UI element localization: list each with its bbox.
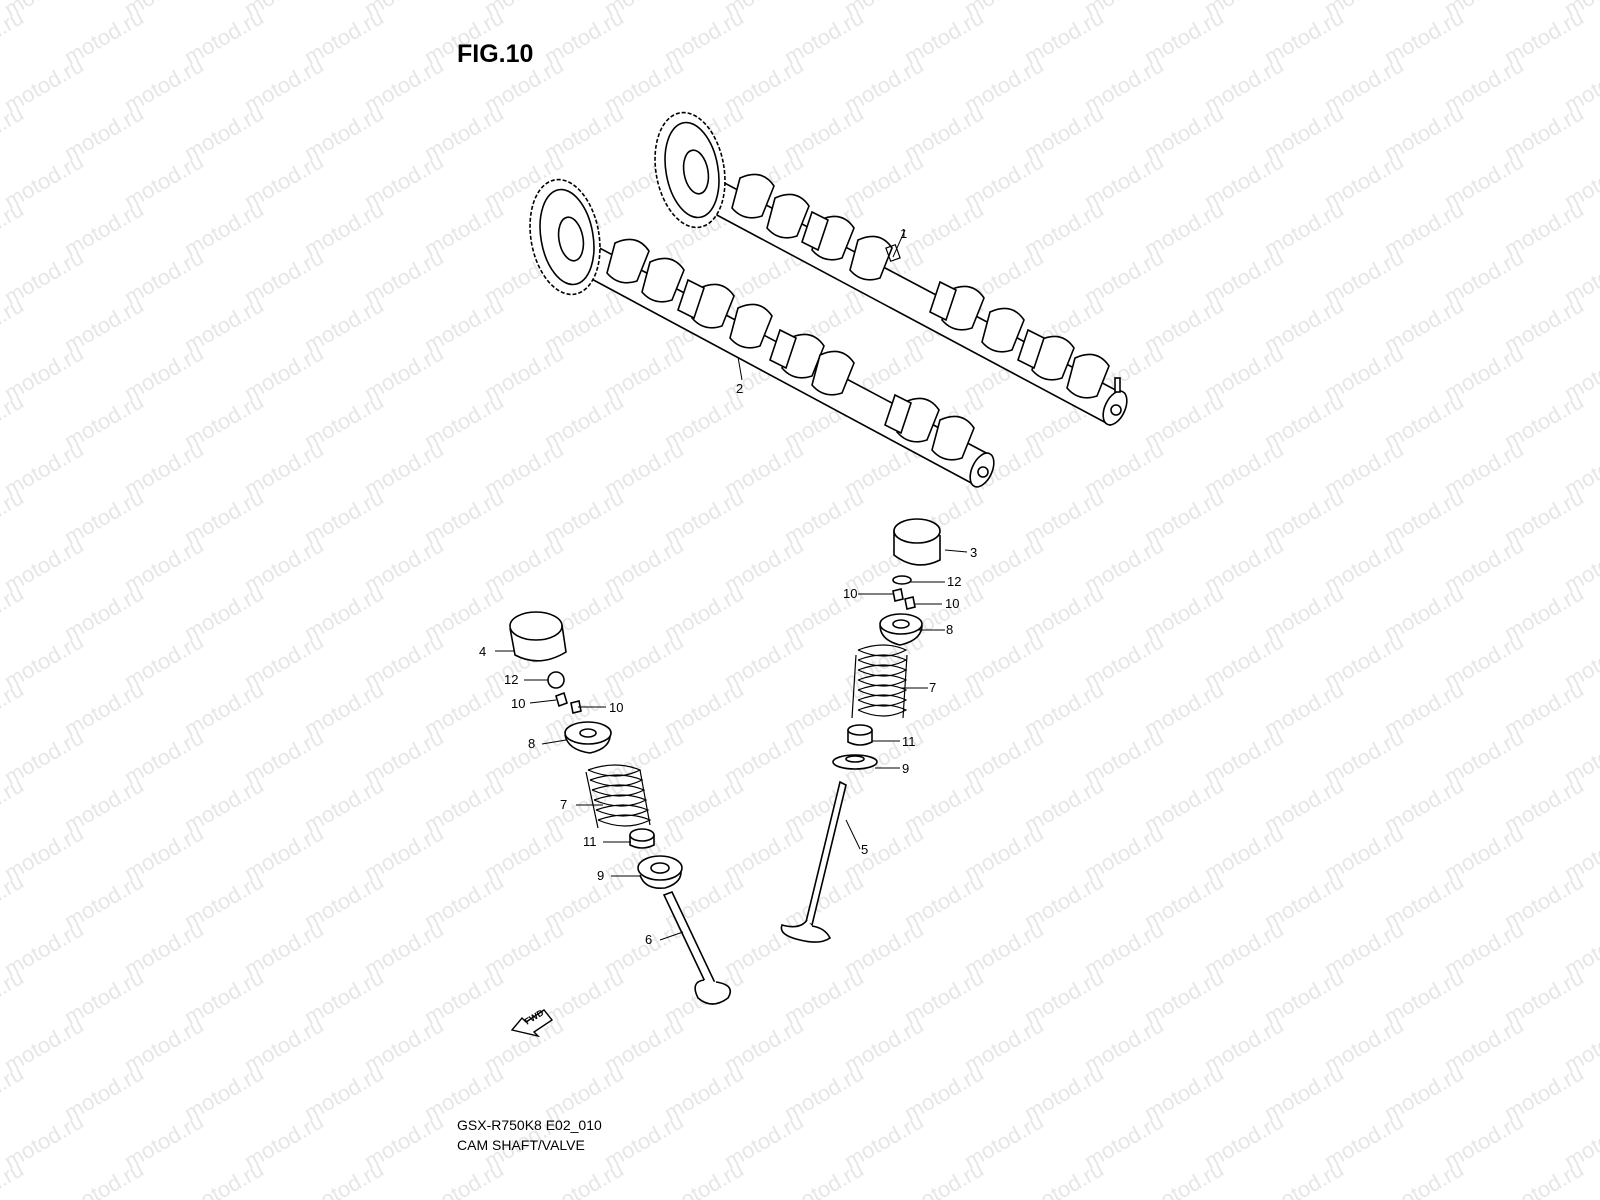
- valve-5[interactable]: [780, 780, 847, 943]
- callout-9-left: 9: [597, 868, 604, 883]
- camshaft-2[interactable]: [521, 174, 998, 491]
- leader-lines: [495, 229, 968, 941]
- spring-seat-9-left[interactable]: [637, 855, 683, 890]
- retainer-8-left[interactable]: [564, 721, 612, 754]
- figure-title: FIG.10: [457, 40, 534, 68]
- camshaft-2-sprocket: [529, 178, 601, 296]
- shim-12-right[interactable]: [892, 575, 912, 585]
- oil-seal-11-right[interactable]: [847, 724, 873, 746]
- callout-12-right: 12: [947, 574, 961, 589]
- callout-10-right-b: 10: [945, 596, 959, 611]
- cotter-10-right[interactable]: [892, 588, 916, 610]
- valve-spring-7-right[interactable]: [851, 644, 908, 719]
- callout-5: 5: [861, 842, 868, 857]
- oil-seal-11-left[interactable]: [629, 828, 655, 849]
- fwd-arrow-icon: FWD: [510, 1007, 554, 1038]
- figure-caption: CAM SHAFT/VALVE: [457, 1137, 585, 1153]
- tappet-4[interactable]: [509, 611, 567, 662]
- callout-10-right-a: 10: [843, 586, 857, 601]
- spring-seat-9-right[interactable]: [832, 754, 878, 770]
- callout-12-left: 12: [504, 672, 518, 687]
- tappet-3[interactable]: [893, 518, 941, 566]
- callout-11-right: 11: [902, 734, 916, 749]
- callout-7-left: 7: [560, 797, 567, 812]
- callout-labels: 1 2 3 4 5 6 7 7 8 8 9 9 10 10 10 10 11 1…: [479, 226, 977, 947]
- model-code: GSX-R750K8 E02_010: [457, 1117, 602, 1133]
- callout-8-right: 8: [946, 622, 953, 637]
- callout-6: 6: [645, 932, 652, 947]
- retainer-8-right[interactable]: [879, 613, 923, 646]
- callout-2: 2: [736, 381, 743, 396]
- figure-footer: GSX-R750K8 E02_010 CAM SHAFT/VALVE: [457, 1115, 602, 1155]
- callout-10-left-b: 10: [609, 700, 623, 715]
- callout-10-left-a: 10: [511, 696, 525, 711]
- callout-8-left: 8: [528, 736, 535, 751]
- callout-9-right: 9: [902, 761, 909, 776]
- cotter-10-left[interactable]: [555, 691, 582, 714]
- shim-12-left[interactable]: [547, 671, 565, 689]
- valve-spring-7-left[interactable]: [585, 764, 652, 829]
- camshaft-1-sprocket: [654, 111, 726, 229]
- callout-1: 1: [900, 226, 907, 241]
- callout-11-left: 11: [583, 834, 597, 849]
- camshaft-1[interactable]: [646, 107, 1131, 429]
- valve-6[interactable]: [662, 890, 732, 1005]
- callout-3: 3: [970, 545, 977, 560]
- callout-7-right: 7: [929, 680, 936, 695]
- callout-4: 4: [479, 644, 486, 659]
